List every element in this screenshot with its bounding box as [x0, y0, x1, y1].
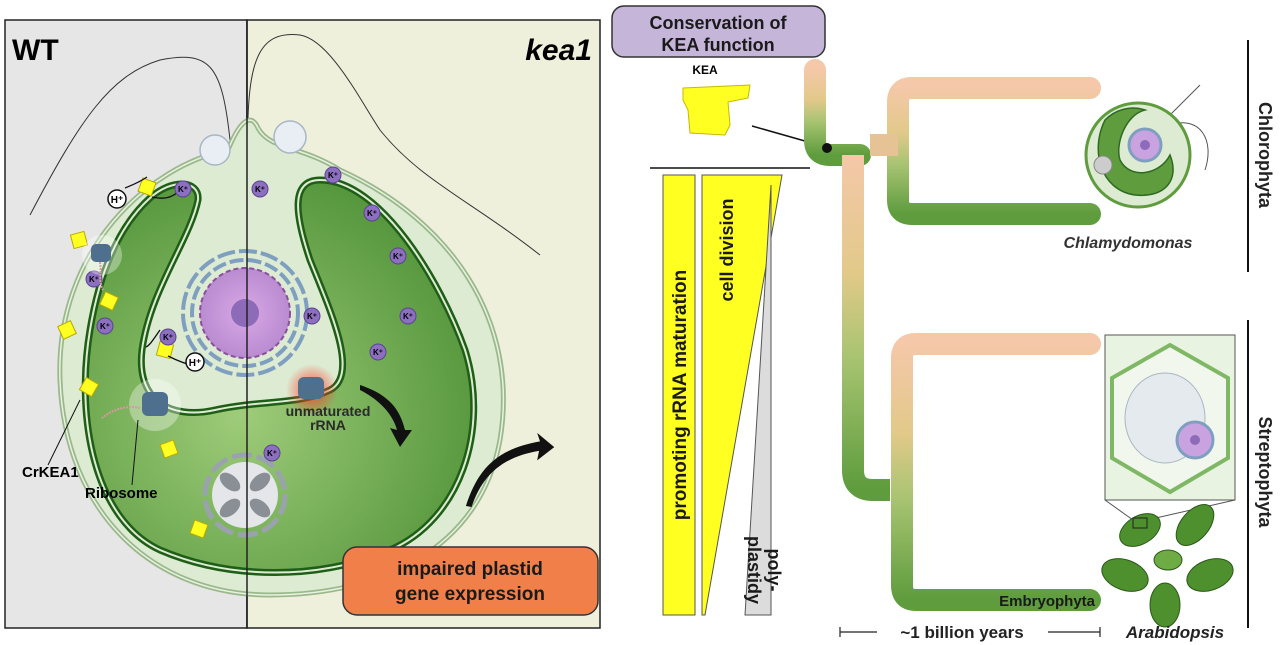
ribosome — [101, 379, 181, 431]
rrna-maturation-bar: promoting rRNA maturation — [662, 174, 696, 616]
h-ion: H⁺ — [185, 352, 205, 372]
svg-text:H⁺: H⁺ — [189, 358, 202, 369]
tree-trunk — [842, 155, 890, 501]
impaired-plastid-gene-expression-box: impaired plastid gene expression — [342, 546, 599, 616]
polyplastidy-wedge: poly- plastidy — [744, 184, 784, 616]
arabidopsis-label: Arabidopsis — [1125, 623, 1224, 642]
ribosome — [82, 235, 122, 291]
rrna-label: rRNA — [310, 417, 346, 433]
kea-protein-structure — [682, 84, 751, 136]
curved-arrow-icon — [360, 385, 412, 447]
phylogenetic-tree — [804, 59, 1101, 611]
k-ions: K⁺ K⁺ K⁺ K⁺ K⁺ K⁺ K⁺ K⁺ K⁺ K⁺ K⁺ K⁺ — [85, 166, 417, 462]
arabidopsis-plant — [1101, 504, 1234, 628]
timescale: ~1 billion years — [839, 623, 1101, 642]
svg-text:K⁺: K⁺ — [267, 449, 277, 458]
svg-text:K⁺: K⁺ — [163, 333, 173, 342]
wt-label: WT — [12, 34, 59, 67]
svg-text:plastidy: plastidy — [744, 536, 764, 604]
conservation-box: Conservation of KEA function — [611, 5, 826, 58]
svg-text:K⁺: K⁺ — [100, 322, 110, 331]
svg-text:Conservation of: Conservation of — [649, 13, 787, 33]
streptophyta-label: Streptophyta — [1255, 416, 1275, 528]
svg-text:K⁺: K⁺ — [403, 312, 413, 321]
k-ion: K⁺ — [159, 328, 177, 346]
cell — [57, 20, 506, 628]
svg-text:K⁺: K⁺ — [328, 171, 338, 180]
ribosome-callout — [131, 419, 139, 486]
chlamydomonas-label: Chlamydomonas — [1064, 235, 1193, 252]
k-ion: K⁺ — [251, 180, 269, 198]
k-ion: K⁺ — [363, 204, 381, 222]
svg-text:promoting rRNA maturation: promoting rRNA maturation — [670, 270, 691, 521]
svg-text:H⁺: H⁺ — [111, 195, 124, 206]
k-ion: K⁺ — [369, 343, 387, 361]
svg-text:impaired plastid: impaired plastid — [397, 559, 543, 580]
k-ion: K⁺ — [389, 247, 407, 265]
svg-text:KEA function: KEA function — [661, 35, 774, 55]
kea-origin-dot — [822, 143, 832, 153]
svg-text:K⁺: K⁺ — [373, 348, 383, 357]
crkea1-callout — [47, 399, 81, 466]
crkea1-label: CrKEA1 — [22, 464, 79, 481]
streptophyta-branch — [891, 333, 1101, 611]
svg-text:K⁺: K⁺ — [307, 312, 317, 321]
nucleus — [181, 249, 309, 377]
unmaturated-label: unmaturated — [286, 403, 371, 419]
tree-root — [804, 59, 871, 166]
arabidopsis-cell-inset — [1104, 334, 1236, 521]
k-ion: K⁺ — [85, 270, 103, 288]
cell-division-wedge: cell division — [701, 174, 783, 616]
k-ion: K⁺ — [303, 307, 321, 325]
svg-text:K⁺: K⁺ — [178, 185, 188, 194]
svg-text:gene expression: gene expression — [395, 584, 545, 605]
svg-text:K⁺: K⁺ — [89, 275, 99, 284]
svg-text:~1 billion years: ~1 billion years — [900, 623, 1023, 642]
embryophyta-label: Embryophyta — [999, 593, 1096, 610]
k-ion: K⁺ — [174, 180, 192, 198]
vacuole — [273, 120, 307, 154]
svg-text:K⁺: K⁺ — [255, 185, 265, 194]
svg-text:cell division: cell division — [717, 198, 737, 301]
k-ion: K⁺ — [263, 444, 281, 462]
svg-text:K⁺: K⁺ — [367, 209, 377, 218]
kea-label: KEA — [692, 63, 718, 77]
ion-exchange-arrows — [124, 176, 196, 367]
crkea1-transporters — [57, 177, 209, 539]
pyrenoid — [202, 452, 288, 538]
unmaturated-rrna-ribosome — [286, 364, 338, 416]
chlamydomonas-illustration — [1084, 84, 1209, 209]
ribosome-label: Ribosome — [85, 485, 158, 502]
k-ion: K⁺ — [96, 317, 114, 335]
flagellum — [247, 33, 541, 256]
chlorophyta-label: Chlorophyta — [1255, 102, 1275, 209]
svg-text:poly-: poly- — [764, 549, 784, 592]
curved-arrow-icon — [465, 432, 555, 507]
svg-text:K⁺: K⁺ — [393, 252, 403, 261]
chlorophyta-branch — [887, 77, 1101, 225]
h-ion: H⁺ — [107, 189, 127, 209]
k-ion: K⁺ — [399, 307, 417, 325]
vacuole — [199, 134, 231, 166]
kea1-label: kea1 — [525, 34, 592, 67]
k-ion: K⁺ — [324, 166, 342, 184]
